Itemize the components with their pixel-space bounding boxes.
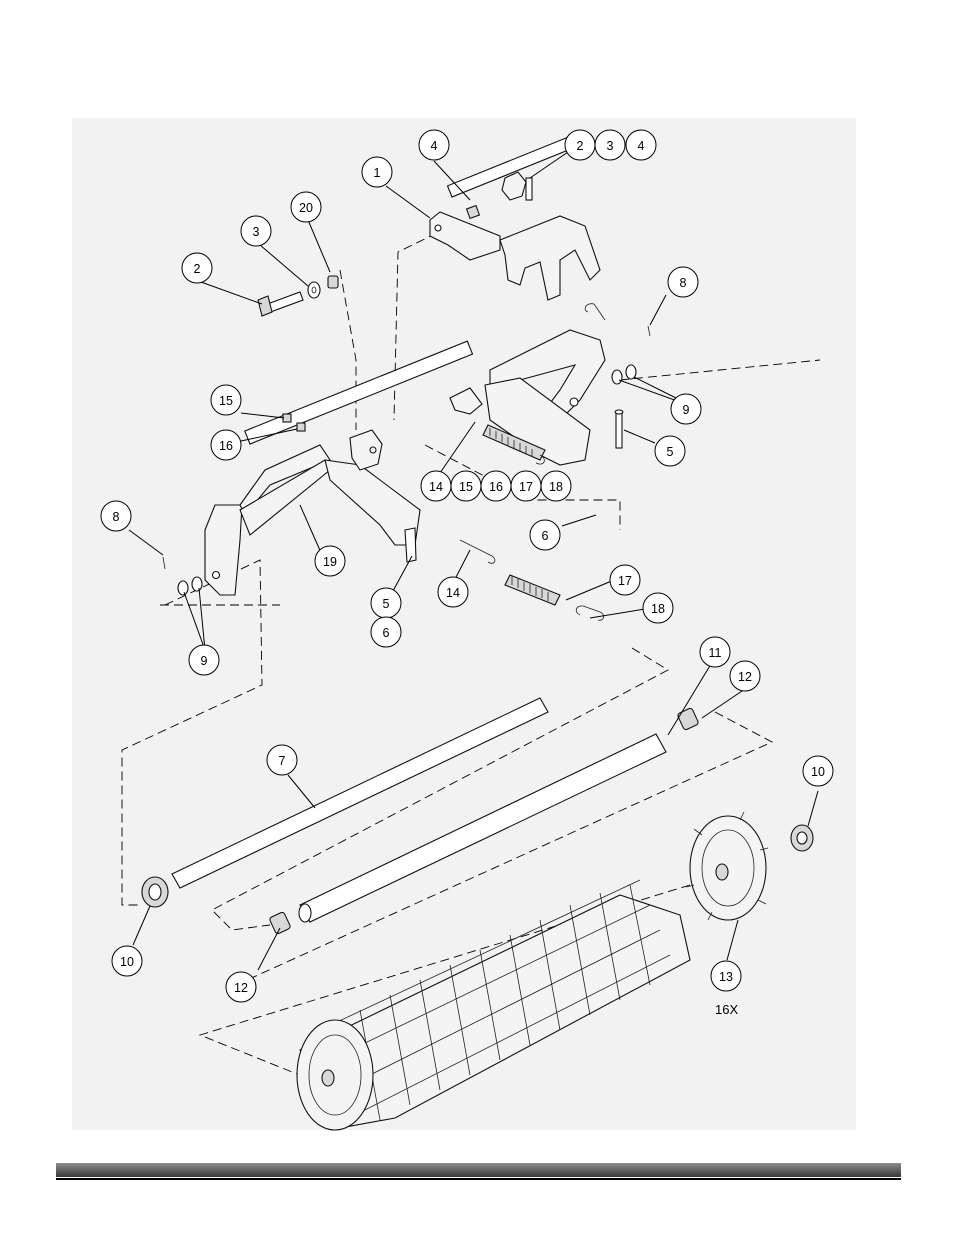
svg-text:4: 4 [638, 139, 645, 153]
callout-1: 1 [361, 156, 393, 188]
callout-18: 18 [642, 592, 674, 624]
main-frame-assembly [204, 329, 606, 596]
svg-text:1: 1 [374, 166, 381, 180]
svg-text:18: 18 [549, 480, 563, 494]
shaft-and-tube [141, 697, 814, 935]
callout-12: 12 [225, 971, 257, 1003]
svg-text:5: 5 [667, 445, 674, 459]
callout-2: 2 [564, 129, 596, 161]
callout-18: 18 [540, 470, 572, 502]
svg-text:14: 14 [446, 586, 460, 600]
svg-text:2: 2 [194, 262, 201, 276]
svg-text:15: 15 [459, 480, 473, 494]
svg-text:19: 19 [323, 555, 337, 569]
callout-20: 20 [290, 191, 322, 223]
callout-16: 16 [210, 429, 242, 461]
callout-14: 14 [420, 470, 452, 502]
footer-rule [56, 1178, 901, 1180]
svg-text:12: 12 [738, 670, 752, 684]
svg-text:8: 8 [113, 510, 120, 524]
callout-17: 17 [609, 564, 641, 596]
callout-5: 5 [654, 435, 686, 467]
svg-text:9: 9 [201, 654, 208, 668]
callout-13: 13 [710, 960, 742, 992]
callout-11: 11 [699, 636, 731, 668]
callout-8: 8 [100, 500, 132, 532]
cleated-roller [296, 811, 769, 1131]
callout-9: 9 [670, 393, 702, 425]
callout-10: 10 [111, 945, 143, 977]
callout-3: 3 [240, 215, 272, 247]
svg-text:15: 15 [219, 394, 233, 408]
svg-text:20: 20 [299, 201, 313, 215]
callout-2: 2 [181, 252, 213, 284]
callout-16: 16 [480, 470, 512, 502]
callout-12: 12 [729, 660, 761, 692]
callout-4: 4 [418, 129, 450, 161]
bolt-washer-spacer [257, 275, 339, 317]
svg-text:3: 3 [607, 139, 614, 153]
assembly-guide-lines [121, 232, 821, 1081]
svg-text:11: 11 [709, 646, 722, 660]
svg-text:17: 17 [618, 574, 632, 588]
svg-text:13: 13 [719, 970, 733, 984]
callout-5: 5 [370, 587, 402, 619]
callout-6: 6 [370, 616, 402, 648]
svg-text:2: 2 [577, 139, 584, 153]
svg-text:16: 16 [219, 439, 233, 453]
callout-15: 15 [450, 470, 482, 502]
svg-text:17: 17 [519, 480, 533, 494]
callout-8: 8 [667, 266, 699, 298]
footer-bar [56, 1163, 901, 1177]
callout-4: 4 [625, 129, 657, 161]
svg-text:6: 6 [542, 529, 549, 543]
svg-text:7: 7 [279, 754, 286, 768]
svg-text:6: 6 [383, 626, 390, 640]
spring-assemblies [459, 303, 606, 621]
svg-text:9: 9 [683, 403, 690, 417]
svg-text:8: 8 [680, 276, 687, 290]
svg-text:16: 16 [489, 480, 503, 494]
upper-mounting-bracket [429, 130, 601, 301]
svg-text:18: 18 [651, 602, 665, 616]
svg-text:14: 14 [429, 480, 443, 494]
callout-15: 15 [210, 384, 242, 416]
svg-text:10: 10 [811, 765, 825, 779]
callout-10: 10 [802, 755, 834, 787]
callout-9: 9 [188, 644, 220, 676]
callout-19: 19 [314, 545, 346, 577]
svg-text:10: 10 [120, 955, 134, 969]
callout-6: 6 [529, 519, 561, 551]
svg-text:5: 5 [383, 597, 390, 611]
pins-and-washers [162, 325, 651, 596]
callout-leaders [128, 151, 819, 971]
quantity-note: 16X [715, 1002, 739, 1017]
svg-text:12: 12 [234, 981, 248, 995]
callout-17: 17 [510, 470, 542, 502]
callout-14: 14 [437, 576, 469, 608]
svg-text:3: 3 [253, 225, 260, 239]
svg-text:4: 4 [431, 139, 438, 153]
callout-3: 3 [594, 129, 626, 161]
callout-7: 7 [266, 744, 298, 776]
